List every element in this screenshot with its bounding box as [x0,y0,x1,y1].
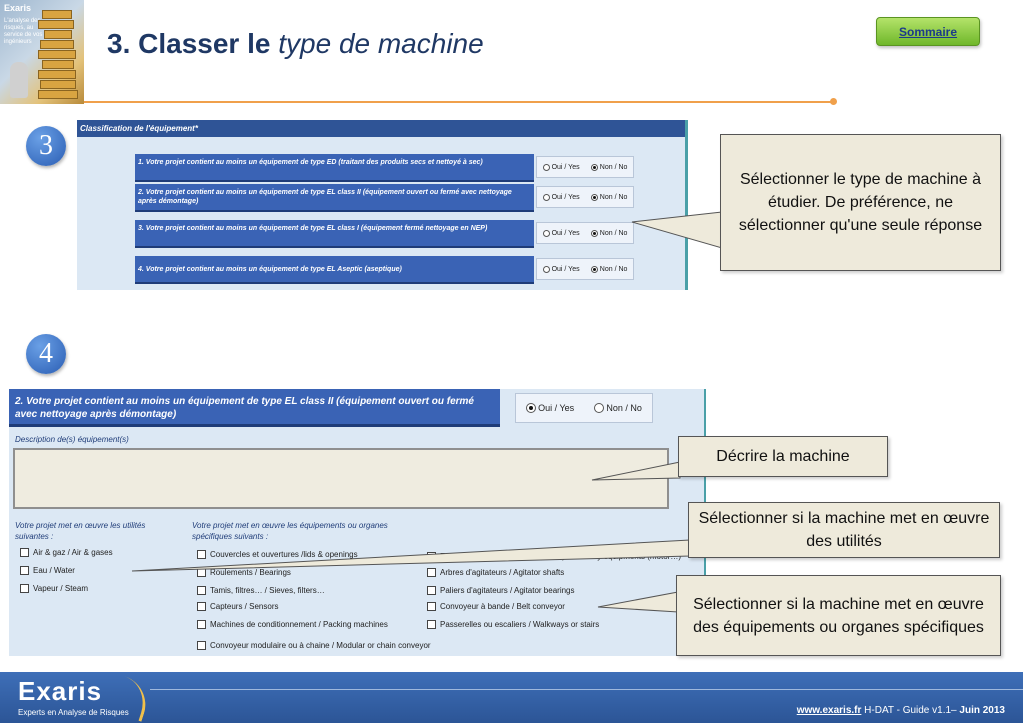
checkbox-sensors[interactable]: Capteurs / Sensors [197,602,278,611]
checkbox-agitator-bearings[interactable]: Paliers d'agitateurs / Agitator bearings [427,586,575,595]
checkbox-water[interactable]: Eau / Water [20,566,75,575]
question-label-el-aseptic: 4. Votre projet contient au moins un équ… [135,256,534,284]
checkbox-packing-machines[interactable]: Machines de conditionnement / Packing ma… [197,620,388,629]
footer-divider [150,689,1023,690]
question-options-el-class1: Oui / Yes Non / No [536,222,634,244]
title-divider-dot [830,98,837,105]
question-row-el-aseptic: 4. Votre projet contient au moins un équ… [135,256,685,284]
callout-utilities: Sélectionner si la machine met en œuvre … [688,502,1000,558]
radio-yes-el-aseptic[interactable]: Oui / Yes [542,265,580,273]
title-divider [84,101,834,103]
question-row-ed: 1. Votre projet contient au moins un équ… [135,154,685,182]
question-label-el-class2: 2. Votre projet contient au moins un équ… [135,184,534,212]
radio-no-el-aseptic[interactable]: Non / No [590,265,627,273]
checkbox-air-gas[interactable]: Air & gaz / Air & gases [20,548,113,557]
radio-no-el-class1[interactable]: Non / No [590,229,627,237]
question-row-el-class2: 2. Votre projet contient au moins un équ… [135,184,685,212]
jenga-blocks-icon [38,10,78,100]
radio-no-ed[interactable]: Non / No [590,163,627,171]
footer-tagline: Experts en Analyse de Risques [18,708,129,717]
equipment-question-label: 2. Votre projet contient au moins un équ… [9,389,500,427]
checkbox-walkways-stairs[interactable]: Passerelles ou escaliers / Walkways or s… [427,620,599,629]
classification-panel-title: Classification de l'équipement* [77,120,685,137]
utilities-heading: Votre projet met en œuvre les utilités s… [15,521,146,541]
radio-no-el-class2[interactable]: Non / No [590,193,627,201]
logo-brand: Exaris [4,3,32,13]
equipment-heading: Votre projet met en œuvre les équipement… [192,521,388,541]
question-row-el-class1: 3. Votre projet contient au moins un équ… [135,220,685,248]
radio-yes-el-class1[interactable]: Oui / Yes [542,229,580,237]
radio-yes-el-class2[interactable]: Oui / Yes [542,193,580,201]
step-3-badge: 3 [26,126,66,166]
classification-panel: Classification de l'équipement* 1. Votre… [77,120,688,290]
question-options-ed: Oui / Yes Non / No [536,156,634,178]
sommaire-button-label[interactable]: Sommaire [898,24,958,39]
equipment-detail-panel: 2. Votre projet contient au moins un équ… [9,389,706,656]
question-label-ed: 1. Votre projet contient au moins un équ… [135,154,534,182]
step-4-badge: 4 [26,334,66,374]
checkbox-bearings[interactable]: Roulements / Bearings [197,568,291,577]
radio-no-equipment[interactable]: Non / No [594,403,642,413]
person-figure-icon [10,62,28,98]
checkbox-modular-conveyor[interactable]: Convoyeur modulaire ou à chaine / Modula… [197,641,431,650]
callout-describe: Décrire la machine [678,436,888,477]
page-title: 3. Classer le type de machine [107,28,484,60]
checkbox-belt-conveyor[interactable]: Convoyeur à bande / Belt conveyor [427,602,565,611]
question-options-el-aseptic: Oui / Yes Non / No [536,258,634,280]
checkbox-sieves-filters[interactable]: Tamis, filtres… / Sieves, filters… [197,586,325,595]
checkbox-auxiliary-equipments[interactable]: Equipements auxiliaires (moteur…) / Auxi… [427,552,681,561]
page-title-italic: type de machine [278,28,484,59]
footer-website-link[interactable]: www.exaris.fr [796,705,862,716]
callout-equipment: Sélectionner si la machine met en œuvre … [676,575,1001,656]
sommaire-button[interactable]: Sommaire [876,17,980,46]
exaris-logo-image: Exaris L'analyse des risques, au service… [0,0,84,104]
logo-tagline: L'analyse des risques, au service de vos… [4,18,43,45]
footer-date: Juin 2013 [959,705,1005,716]
footer-brand: Exaris [18,676,103,706]
footer-guide-text: H-DAT - Guide v1.1– [864,705,957,716]
radio-yes-equipment[interactable]: Oui / Yes [526,403,574,413]
footer-info: www.exaris.fr H-DAT - Guide v1.1– Juin 2… [797,705,1005,716]
page-title-bold: 3. Classer le [107,28,271,59]
checkbox-steam[interactable]: Vapeur / Steam [20,584,88,593]
question-options-el-class2: Oui / Yes Non / No [536,186,634,208]
checkbox-lids-openings[interactable]: Couvercles et ouvertures /lids & opening… [197,550,358,559]
radio-yes-ed[interactable]: Oui / Yes [542,163,580,171]
equipment-question-options: Oui / Yes Non / No [515,393,653,423]
question-label-el-class1: 3. Votre projet contient au moins un équ… [135,220,534,248]
checkbox-agitator-shafts[interactable]: Arbres d'agitateurs / Agitator shafts [427,568,564,577]
callout-select-type: Sélectionner le type de machine à étudie… [720,134,1001,271]
footer-bar: Exaris Experts en Analyse de Risques www… [0,672,1023,723]
description-label: Description de(s) équipement(s) [15,435,129,444]
description-textarea[interactable] [13,448,669,509]
